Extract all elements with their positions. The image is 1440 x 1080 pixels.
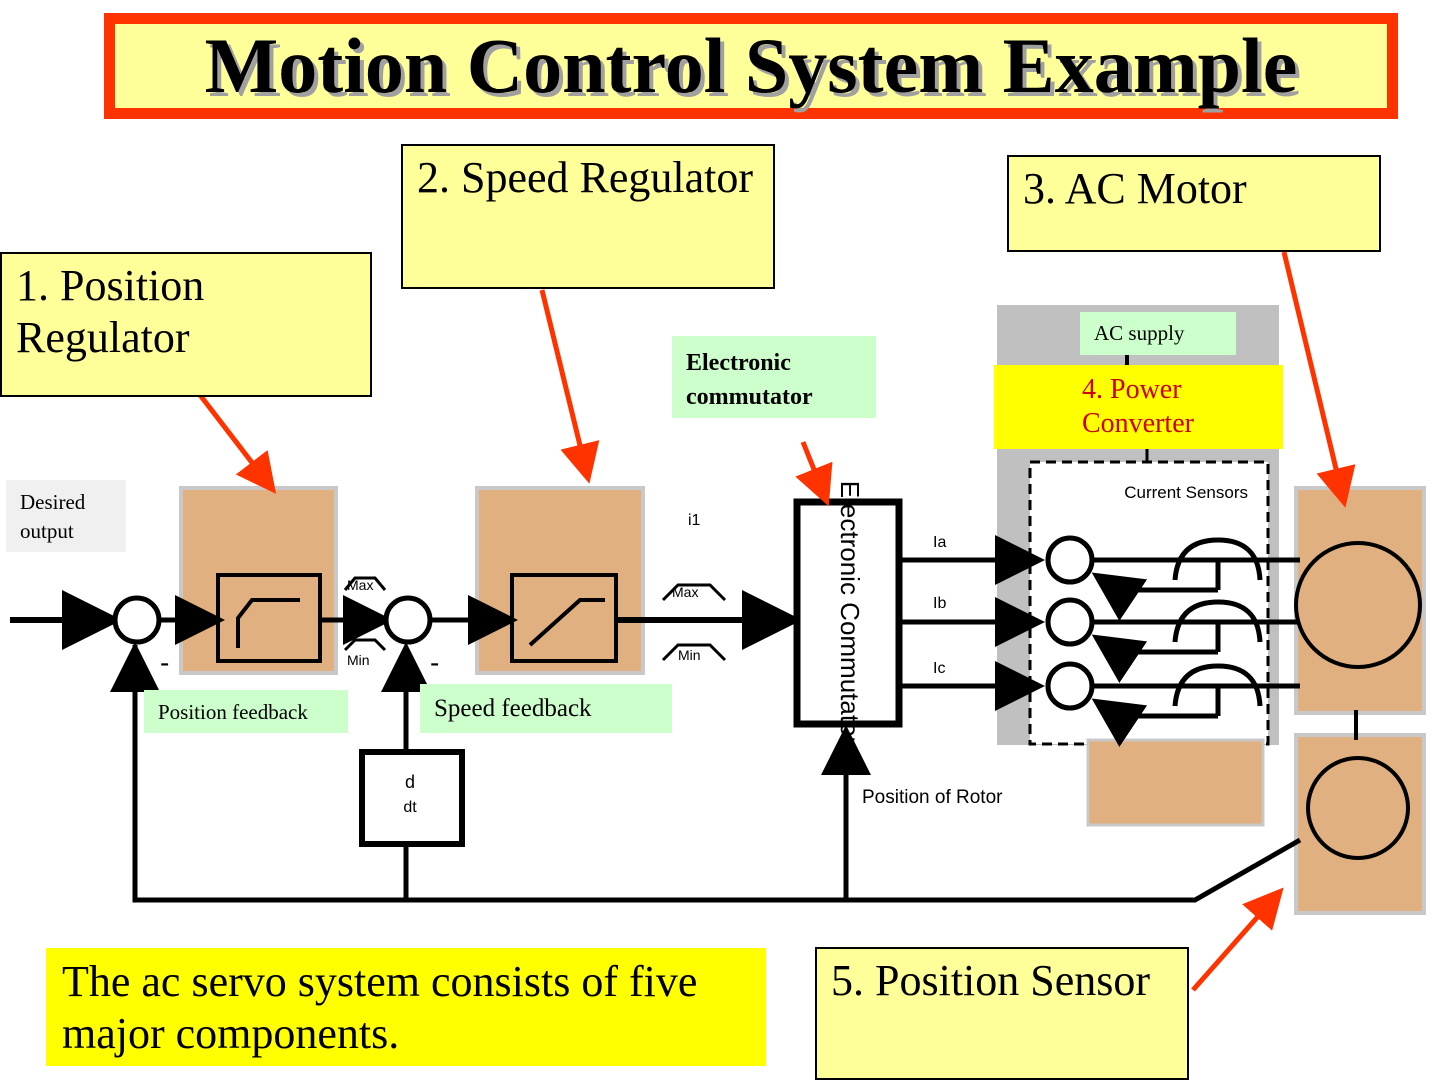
- pos-min-limiter: [343, 638, 387, 652]
- sensor-a-return: [1091, 572, 1218, 621]
- speed-regulator-curve: [528, 598, 605, 647]
- ac-supply-label: AC supply: [1080, 312, 1236, 355]
- phase-b-junction: [1045, 597, 1095, 647]
- summary-text: The ac servo system consists of five maj…: [62, 957, 698, 1058]
- arrow-position-sensor: [1191, 887, 1284, 992]
- i1-text: i1: [688, 512, 701, 529]
- derivative-bottom-text: dt: [403, 799, 417, 816]
- position-feedback-text: Position feedback: [158, 700, 308, 724]
- callout-position-sensor-text: 5. Position Sensor: [831, 956, 1151, 1005]
- converter-note-block: [1086, 738, 1265, 827]
- ac-motor-circle: [1294, 541, 1422, 669]
- position-feedback-label: Position feedback: [144, 690, 348, 733]
- summary-note: The ac servo system consists of five maj…: [46, 948, 766, 1066]
- sensor-b-return: [1091, 634, 1218, 683]
- speed-summing-junction: [383, 595, 433, 645]
- pos-min-text: Min: [347, 652, 370, 668]
- speed-min-limiter: [661, 643, 727, 662]
- title-box: Motion Control System Example: [104, 13, 1398, 119]
- callout-ac-motor-text: 3. AC Motor: [1023, 164, 1247, 213]
- position-regulator-curve: [236, 598, 300, 648]
- ac-supply-text: AC supply: [1094, 321, 1185, 345]
- page-title: Motion Control System Example: [204, 22, 1298, 109]
- position-summing-junction: [112, 595, 162, 645]
- position-of-rotor-text: Position of Rotor: [862, 787, 1003, 808]
- position-minus-sign: -: [160, 647, 169, 678]
- arrow-commutator: [795, 441, 833, 507]
- sensor-c-loop: [1172, 663, 1263, 707]
- sensor-a-loop: [1172, 537, 1263, 581]
- derivative-block: [359, 749, 465, 847]
- speed-max-text: Max: [672, 584, 698, 600]
- commutator-block: [793, 498, 903, 728]
- pos-max-text: Max: [347, 577, 373, 593]
- speed-min-text: Min: [678, 647, 701, 663]
- phase-c-junction: [1045, 661, 1095, 711]
- position-sensor-block: [1294, 733, 1426, 915]
- pos-max-limiter: [343, 576, 387, 591]
- callout-speed-regulator: 2. Speed Regulator: [401, 144, 775, 289]
- speed-minus-sign: -: [430, 647, 439, 678]
- power-converter-text: 4. Power Converter: [1082, 374, 1194, 439]
- speed-max-limiter: [661, 583, 727, 602]
- phase-a-junction: [1045, 535, 1095, 585]
- commutator-block-text: Electronic Commutator: [835, 481, 865, 746]
- current-sensors-text: Current Sensors: [1124, 483, 1248, 502]
- ic-text: Ic: [933, 660, 945, 677]
- sensor-b-loop: [1172, 599, 1263, 643]
- desired-output-label: Desired output: [6, 480, 126, 552]
- callout-position-regulator-text: 1. Position Regulator: [16, 261, 205, 362]
- callout-speed-regulator-text: 2. Speed Regulator: [417, 153, 754, 202]
- callout-ac-motor: 3. AC Motor: [1007, 155, 1381, 252]
- ac-motor-block: [1294, 486, 1426, 715]
- speed-feedback-text: Speed feedback: [434, 695, 592, 722]
- arrow-ac-motor: [1281, 251, 1356, 508]
- speed-feedback-label: Speed feedback: [420, 684, 672, 733]
- derivative-top-text: d: [405, 772, 415, 792]
- sensor-c-return: [1091, 698, 1218, 747]
- ib-text: Ib: [933, 595, 946, 612]
- ia-text: Ia: [933, 534, 946, 551]
- speed-regulator-block: [475, 486, 645, 675]
- desired-output-text: Desired output: [20, 490, 86, 543]
- position-regulator-block: [179, 486, 338, 675]
- arrow-speed-regulator: [539, 289, 600, 484]
- callout-position-regulator: 1. Position Regulator: [0, 252, 372, 397]
- position-sensor-circle: [1306, 756, 1410, 860]
- electronic-commutator-text: Electronic commutator: [686, 350, 813, 410]
- callout-position-sensor: 5. Position Sensor: [815, 947, 1189, 1080]
- electronic-commutator-label: Electronic commutator: [672, 336, 876, 418]
- arrow-position-regulator: [188, 380, 277, 494]
- power-converter-label: 4. Power Converter: [994, 365, 1283, 449]
